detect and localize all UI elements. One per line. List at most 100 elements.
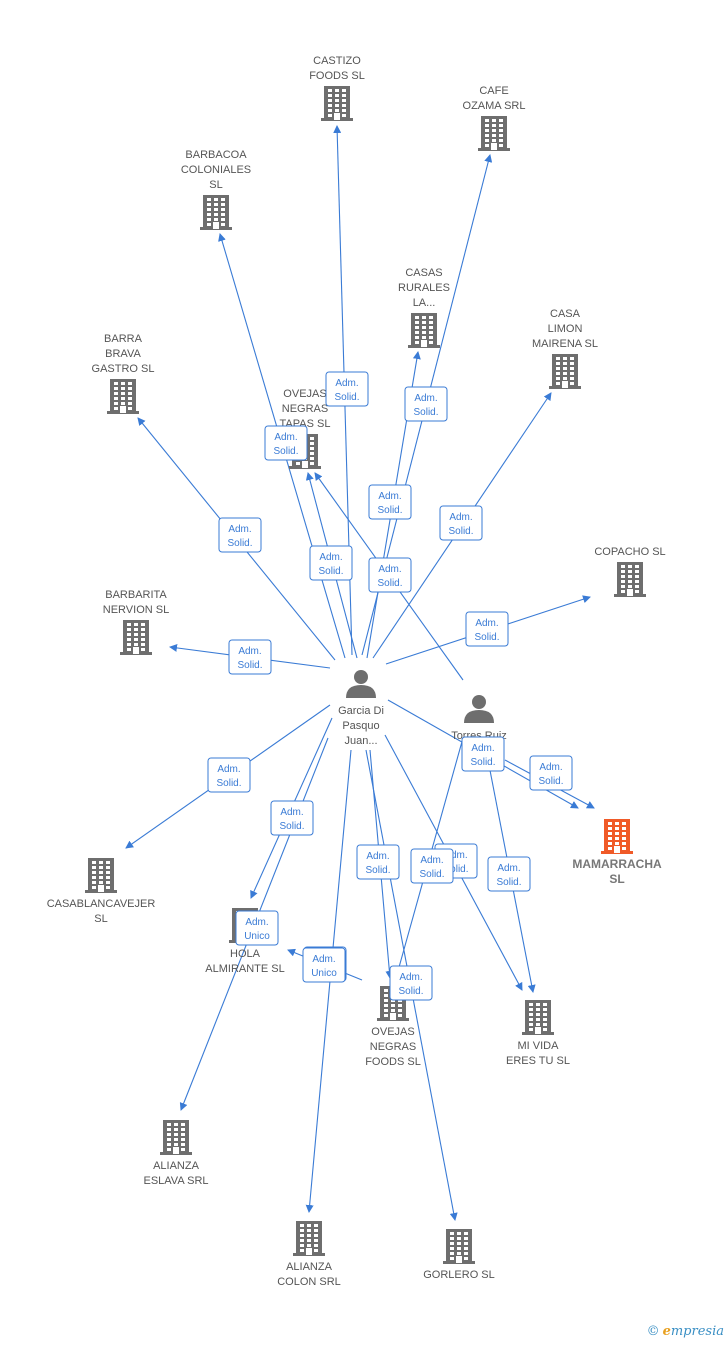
edge-label-text: Adm.: [312, 954, 335, 965]
edge-label-torres-to-mamarracha[interactable]: Adm.Solid.: [529, 755, 573, 791]
edge-label-garcia-to-alianzacolon[interactable]: Adm.Unico: [302, 947, 346, 983]
company-label: GASTRO SL: [92, 363, 155, 375]
edge-label-text: Solid.: [334, 392, 359, 403]
building-icon: [107, 379, 139, 414]
edge-label-garcia-to-barbacoa[interactable]: Adm. Solid.: [264, 425, 308, 461]
edge-label-text: Solid.: [419, 869, 444, 880]
person-node-garcia[interactable]: Garcia DiPasquoJuan...: [338, 670, 384, 747]
person-icon: [464, 695, 494, 723]
edge-label-garcia-to-mamarracha[interactable]: Adm. Solid.: [461, 736, 505, 772]
company-label: BARBARITA: [105, 589, 167, 601]
edge-label-text: Solid.: [470, 757, 495, 768]
company-label: COPACHO SL: [594, 546, 665, 558]
edge-label-text: Solid.: [377, 578, 402, 589]
brand-name: mpresia: [670, 1324, 724, 1339]
company-label: ALIANZA: [286, 1261, 333, 1273]
person-label: Pasquo: [342, 720, 379, 732]
edge-label-garcia-to-ovejasfoods[interactable]: Adm. Solid.: [356, 844, 400, 880]
company-label: CASA: [550, 308, 581, 320]
edge-label-box: [218, 517, 262, 553]
company-node-casablanca[interactable]: CASABLANCAVEJER SL: [47, 858, 156, 925]
company-node-gorlero[interactable]: GORLERO SL: [423, 1229, 495, 1281]
edge-label-box: [465, 611, 509, 647]
edge-label-garcia-to-castizo[interactable]: Adm.Solid.: [325, 371, 369, 407]
edge-label-text: Unico: [244, 931, 270, 942]
edge-label-garcia-to-casablanca[interactable]: Adm.Solid.: [207, 757, 251, 793]
company-label: CASTIZO: [313, 55, 361, 67]
copyright-symbol: ©: [646, 1324, 660, 1339]
company-label: FOODS SL: [365, 1056, 421, 1068]
edge-label-box: [368, 484, 412, 520]
edge-label-text: Adm.: [366, 851, 389, 862]
edge-label-text: Solid.: [377, 505, 402, 516]
building-icon: [601, 819, 633, 854]
edge-label-text: Adm.: [245, 917, 268, 928]
edge-label-text: Solid.: [237, 660, 262, 671]
company-node-casas[interactable]: CASASRURALESLA...: [398, 267, 450, 348]
edge-label-text: Adm.: [471, 743, 494, 754]
edge-label-text: Adm.: [539, 762, 562, 773]
company-label: SL: [94, 913, 107, 925]
edge-label-garcia-to-ovejastapas[interactable]: Adm.Solid.: [309, 545, 353, 581]
edge-label-text: Solid.: [273, 446, 298, 457]
edge-label-text: Solid.: [398, 986, 423, 997]
edge-label-text: Adm.: [319, 552, 342, 563]
edge-label-garcia-to-barra[interactable]: Adm.Solid.: [218, 517, 262, 553]
company-label: BRAVA: [105, 348, 141, 360]
company-node-castizo[interactable]: CASTIZO FOODS SL: [309, 55, 365, 121]
edge-label-text: Adm.: [274, 432, 297, 443]
company-label: OVEJAS: [371, 1026, 414, 1038]
edge-label-box: [439, 505, 483, 541]
building-icon: [321, 86, 353, 121]
edge-label-box: [270, 800, 314, 836]
edge-label-text: Solid.: [474, 632, 499, 643]
edge-label-text: Solid.: [279, 821, 304, 832]
edge-label-garcia-to-casas[interactable]: Adm.Solid.: [368, 484, 412, 520]
building-icon: [478, 116, 510, 151]
edge-label-garcia-to-casalimon[interactable]: Adm.Solid.: [439, 505, 483, 541]
edge-label-text: Adm.: [449, 512, 472, 523]
edge-label-text: Solid.: [216, 778, 241, 789]
edge-label-torres-to-ovejastapas[interactable]: Adm.Solid.: [368, 557, 412, 593]
edge-label-garcia-to-alianzaeslava[interactable]: Adm. Unico: [235, 910, 279, 946]
building-icon: [160, 1120, 192, 1155]
edge-label-box: [461, 736, 505, 772]
edge-label-garcia-to-barbarita[interactable]: Adm.Solid.: [228, 639, 272, 675]
edge-label-box: [410, 848, 454, 884]
edge-label-garcia-to-gorlero[interactable]: Adm.Solid.: [410, 848, 454, 884]
building-icon: [293, 1221, 325, 1256]
edge-label-torres-to-mivida[interactable]: Adm.Solid.: [487, 856, 531, 892]
company-label: NERVION SL: [103, 604, 169, 616]
company-label: FOODS SL: [309, 70, 365, 82]
company-label: LA...: [413, 297, 436, 309]
company-node-copacho[interactable]: COPACHO SL: [594, 546, 666, 597]
company-label: NEGRAS: [370, 1041, 416, 1053]
person-icon: [346, 670, 376, 698]
edge-label-garcia-to-cafe[interactable]: Adm.Solid.: [404, 386, 448, 422]
edge-label-text: Solid.: [365, 865, 390, 876]
edge-label-garcia-to-hola[interactable]: Adm. Solid.: [270, 800, 314, 836]
company-node-cafe[interactable]: CAFE OZAMA SRL: [463, 85, 526, 151]
edge-label-box: [487, 856, 531, 892]
company-label: OZAMA SRL: [463, 100, 526, 112]
edge-labels-layer: Adm. Solid. Adm. Solid. Adm. Solid. Adm. Solid.…: [207, 371, 573, 1001]
company-label: CASABLANCAVEJER: [47, 898, 156, 910]
company-label: SL: [609, 872, 624, 886]
company-label: CAFE: [479, 85, 508, 97]
brand-initial: e: [662, 1324, 671, 1339]
company-node-barbarita[interactable]: BARBARITA NERVION SL: [103, 589, 169, 655]
building-icon: [549, 354, 581, 389]
edge-label-garcia-to-copacho[interactable]: Adm.Solid.: [465, 611, 509, 647]
company-label: COLON SRL: [277, 1276, 341, 1288]
edge-label-torres-to-ovejasfoods[interactable]: Adm.Solid.: [389, 965, 433, 1001]
company-label: MAIRENA SL: [532, 338, 598, 350]
company-node-alianzacolon[interactable]: ALIANZA COLON SRL: [277, 1221, 341, 1288]
edge-label-text: Adm.: [280, 807, 303, 818]
watermark: ©empresia: [647, 1324, 724, 1339]
